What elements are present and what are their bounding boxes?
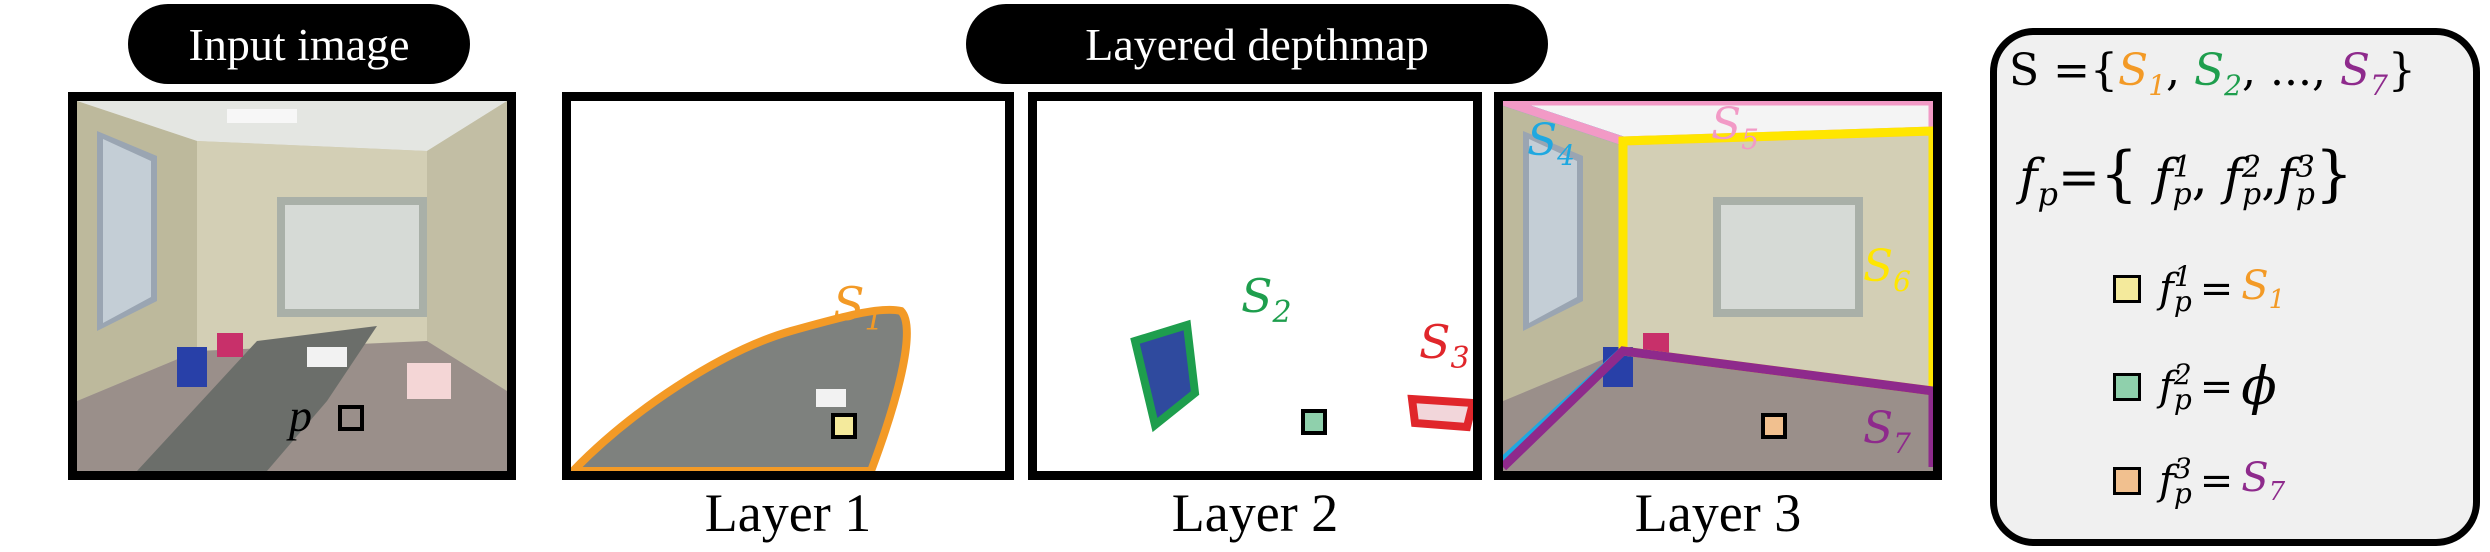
table-region-s1 [571,305,911,471]
s5-label: S5 [1711,99,1759,156]
row2-green-marker [2113,373,2141,401]
input-image-panel: p [68,92,516,480]
layer1-panel: S1 [562,92,1014,480]
layer3-caption: Layer 3 [1634,483,1802,543]
s7-label: S7 [1863,403,1911,460]
bin-region-s2 [1130,319,1200,433]
layer3-canvas [1503,101,1933,471]
s1-label: S1 [833,277,884,339]
s6-boundary [1618,126,1933,396]
s5-boundary [1503,101,1933,146]
layer3-marker [1761,413,1787,439]
layer1-canvas [571,305,911,471]
row1-yellow-marker [2113,275,2141,303]
layered-depthmap-header: Layered depthmap [966,4,1548,84]
point-p-label: p [289,390,312,441]
s6-label: S6 [1863,241,1911,298]
layer1-marker [831,413,857,439]
layer1-caption: Layer 1 [704,483,872,543]
layer2-canvas [1130,319,1473,435]
s4-label: S4 [1527,115,1575,172]
table-papers [816,389,846,407]
layer2-caption: Layer 2 [1171,483,1339,543]
s7-boundary [1503,346,1933,471]
set-definition: S ={S1, S2, ..., S7} [2009,45,2416,102]
box-region-s3 [1407,394,1473,432]
layer3-panel: S4 S5 S6 S7 [1494,92,1942,480]
room-photo [77,101,507,471]
input-image-header: Input image [128,4,470,84]
layered-depthmap-header-text: Layered depthmap [1085,18,1429,70]
point-p-marker [338,405,364,431]
input-image-header-text: Input image [188,18,410,70]
layer2-marker [1301,409,1327,435]
s2-label: S2 [1241,269,1292,331]
s3-label: S3 [1419,315,1470,377]
input-marker-layer [338,405,364,431]
layer2-panel: S2 S3 [1028,92,1482,480]
row3-orange-marker [2113,467,2141,495]
